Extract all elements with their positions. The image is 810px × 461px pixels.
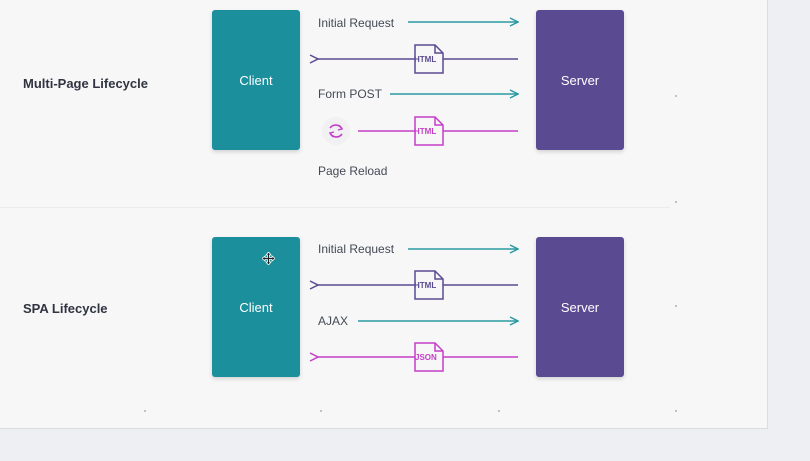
guide-dot	[144, 410, 146, 412]
guide-dot	[320, 410, 322, 412]
mpa-server-box: Server	[536, 10, 624, 150]
spa-html-doc-label: HTML	[414, 281, 436, 290]
multi-page-title: Multi-Page Lifecycle	[23, 76, 148, 91]
move-cursor-icon	[262, 252, 275, 265]
section-divider	[0, 207, 670, 208]
diagram-panel: Multi-Page Lifecycle Client Server Initi…	[0, 0, 768, 429]
document-icon: HTML	[414, 116, 444, 146]
page-reload-label: Page Reload	[318, 164, 388, 178]
spa-server-box: Server	[536, 237, 624, 377]
guide-dot	[675, 410, 677, 412]
spa-json-doc-label: JSON	[415, 353, 437, 362]
document-icon: HTML	[414, 44, 444, 74]
mpa-client-box: Client	[212, 10, 300, 150]
mpa-html-doc-label: HTML	[414, 55, 436, 64]
guide-dot	[675, 305, 677, 307]
guide-dot	[675, 201, 677, 203]
reload-icon	[322, 117, 350, 145]
spa-ajax-label: AJAX	[318, 314, 349, 328]
guide-dot	[675, 95, 677, 97]
document-icon: JSON	[414, 342, 444, 372]
mpa-initial-request-label: Initial Request	[318, 16, 395, 30]
spa-initial-request-label: Initial Request	[318, 242, 395, 256]
spa-client-box: Client	[212, 237, 300, 377]
guide-dot	[498, 410, 500, 412]
document-icon: HTML	[414, 270, 444, 300]
mpa-form-post-label: Form POST	[318, 87, 383, 101]
spa-title: SPA Lifecycle	[23, 301, 108, 316]
arrows-layer: HTML HTML HTML JS	[0, 0, 767, 372]
mpa-reload-html-doc-label: HTML	[414, 127, 436, 136]
